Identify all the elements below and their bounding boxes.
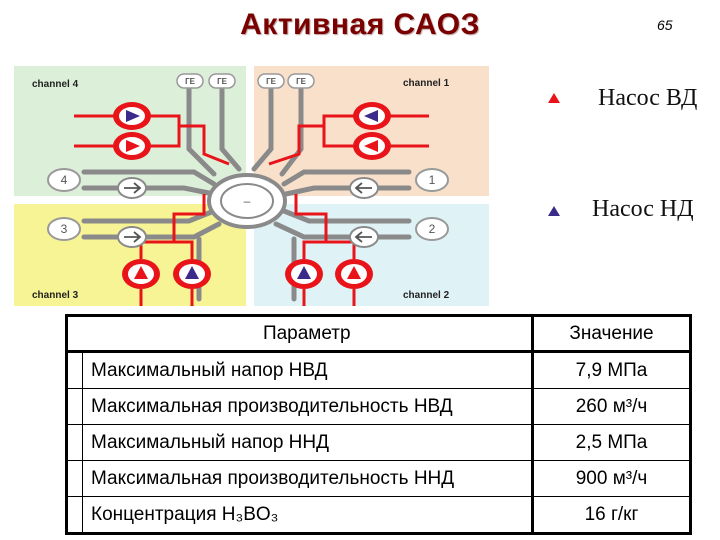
param-name: Максимальный напор ННД [82, 424, 533, 461]
param-name: Максимальная производительность ННД [82, 460, 533, 497]
ge-box [176, 73, 204, 89]
channel-2-label: channel 2 [403, 290, 450, 301]
param-value: 16 г/кг [531, 496, 691, 534]
header-value: Значение [531, 315, 691, 353]
ge-label: ГЕ [266, 77, 277, 86]
node-2-label: 2 [429, 222, 436, 236]
lp-pump-triangle-icon [548, 206, 560, 216]
reactor-icon: – [207, 173, 287, 229]
node-4-label: 4 [61, 173, 68, 187]
hp-pump-ch1-b [353, 132, 391, 160]
node-3-label: 3 [61, 222, 68, 236]
table-row: Максимальная производительность НВД 260 … [66, 388, 691, 425]
channel-3-label: channel 3 [32, 290, 79, 301]
param-value: 2,5 МПа [531, 424, 691, 461]
param-value: 7,9 МПа [531, 351, 691, 389]
reactor-symbol: – [244, 194, 251, 208]
hp-pump-triangle-icon [548, 93, 560, 103]
header-parameter: Параметр [82, 315, 533, 353]
table-stub-cell [66, 460, 83, 497]
slide-number: 65 [657, 17, 673, 33]
channel-4-label: channel 4 [32, 79, 79, 90]
hp-pump-ch4-b [113, 132, 151, 160]
red-pipes [74, 114, 429, 306]
ge-label: ГЕ [217, 77, 228, 86]
node-3 [47, 217, 81, 241]
param-value: 900 м³/ч [531, 460, 691, 497]
ge-label: ГЕ [185, 77, 196, 86]
table-row: Максимальный напор ННД 2,5 МПа [66, 424, 691, 461]
ge-box [208, 73, 236, 89]
lp-pump-ch2-b [335, 259, 373, 289]
ge-label: ГЕ [296, 77, 307, 86]
lp-pump-ch3-b [173, 259, 211, 289]
ge-box [257, 73, 285, 89]
table-row: Максимальный напор НВД 7,9 МПа [66, 351, 691, 389]
table-row: Концентрация H₃BO₃ 16 г/кг [66, 496, 691, 534]
table-stub-cell [66, 496, 83, 534]
param-name: Максимальная производительность НВД [82, 388, 533, 425]
legend-lp-pump: Насос НД [592, 196, 694, 222]
table-header-row: Параметр Значение [66, 315, 691, 353]
ge-box [287, 73, 315, 89]
legend-hp-pump: Насос ВД [598, 85, 698, 111]
parameter-table: Параметр Значение Максимальный напор НВД… [65, 314, 692, 535]
eccs-diagram: channel 4 channel 1 channel 3 channel 2 [14, 66, 489, 306]
table-row: Максимальная производительность ННД 900 … [66, 460, 691, 497]
table-stub-cell [66, 351, 83, 389]
table-stub-cell [66, 424, 83, 461]
param-value: 260 м³/ч [531, 388, 691, 425]
node-2 [415, 217, 449, 241]
channel-1-label: channel 1 [403, 78, 450, 89]
lp-pump-ch2-a [285, 259, 323, 289]
param-name: Концентрация H₃BO₃ [82, 496, 533, 534]
hp-pump-ch4-a [113, 102, 151, 130]
node-1-label: 1 [429, 173, 436, 187]
param-name: Максимальный напор НВД [82, 351, 533, 389]
node-4 [47, 168, 81, 192]
table-stub-cell [66, 388, 83, 425]
hp-pump-ch1-a [353, 102, 391, 130]
node-1 [415, 168, 449, 192]
slide-title: Активная САОЗ [240, 8, 480, 41]
table-stub-cell [66, 315, 83, 353]
lp-pump-ch3-a [122, 259, 160, 289]
